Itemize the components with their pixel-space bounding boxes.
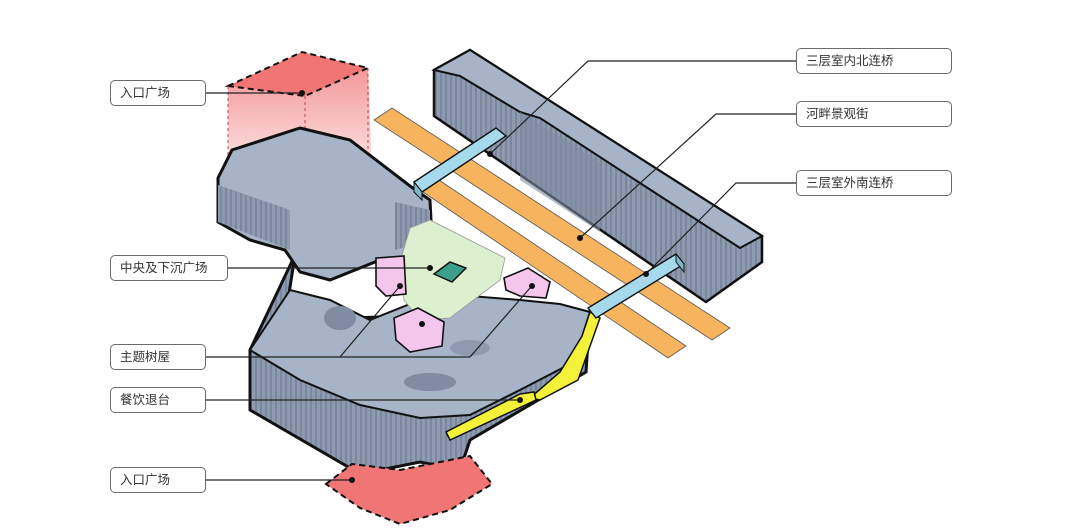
leader-dots [299, 90, 649, 483]
north-bridge-shape [412, 127, 508, 202]
label-theme-treehouse: 主题树屋 [110, 344, 206, 370]
label-south-bridge: 三层室外南连桥 [796, 170, 952, 196]
label-north-bridge: 三层室内北连桥 [796, 48, 952, 74]
theme-treehouse-shapes [375, 255, 551, 353]
label-entrance-plaza-top: 入口广场 [110, 80, 206, 106]
label-central-sunken-plaza: 中央及下沉广场 [110, 255, 228, 281]
entrance-plaza-bottom-shape [324, 454, 494, 526]
label-riverside-street: 河畔景观街 [796, 101, 952, 127]
leader-lines [206, 60, 796, 481]
label-entrance-plaza-bottom: 入口广场 [110, 467, 206, 493]
main-mall-building [216, 126, 592, 472]
central-sunken-plaza-shape [399, 219, 506, 321]
dining-terrace-shape [444, 310, 601, 441]
label-dining-terrace: 餐饮退台 [110, 387, 206, 413]
